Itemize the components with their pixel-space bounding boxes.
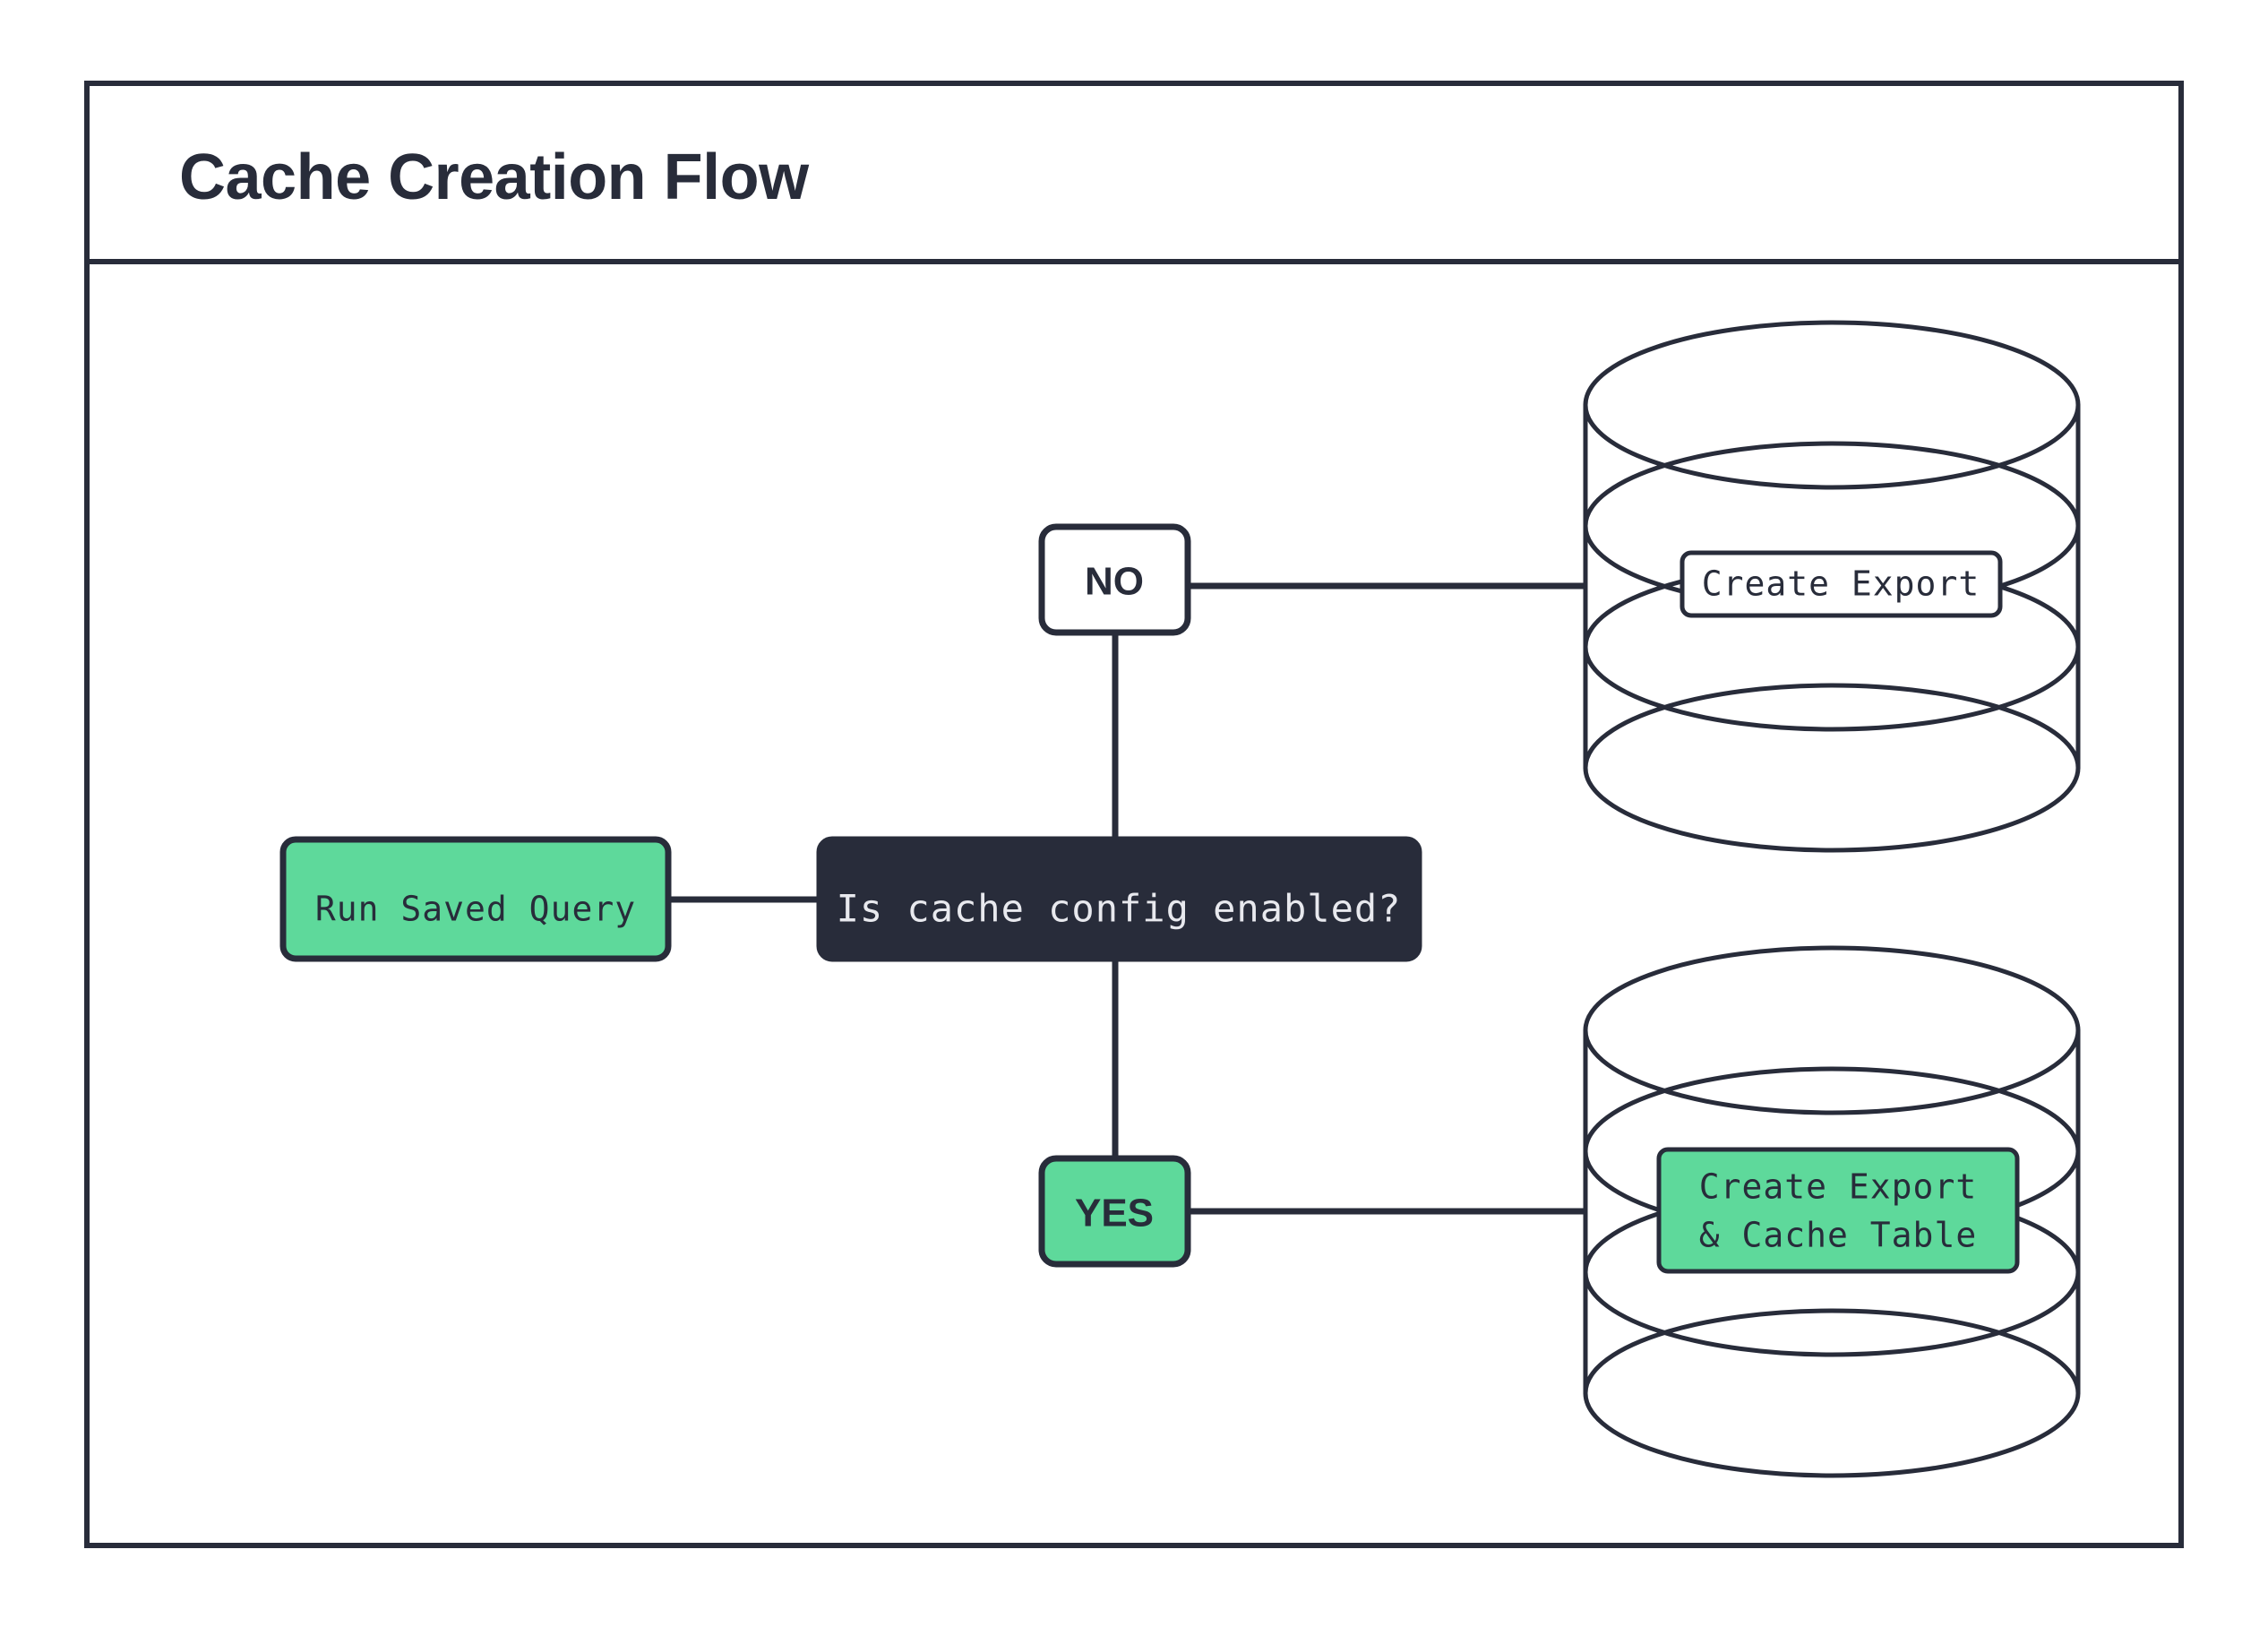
node-branch-no-label: NO — [1085, 560, 1144, 604]
node-database-create-export-cache-table[interactable]: Create Export & Cache Table — [1583, 945, 2081, 1478]
node-branch-yes-shape — [1038, 1155, 1191, 1268]
node-branch-yes[interactable]: YES — [1038, 1155, 1191, 1268]
database-top-label-plate — [1680, 550, 2003, 618]
node-decision-shape — [816, 836, 1422, 962]
node-run-saved-query-shape — [279, 836, 672, 962]
node-branch-yes-label: YES — [1075, 1192, 1154, 1235]
node-decision-label: Is cache config enabled? — [837, 887, 1402, 931]
diagram-frame — [84, 81, 2184, 1548]
node-decision-cache-config[interactable]: Is cache config enabled? — [816, 836, 1422, 962]
node-run-saved-query[interactable]: Run Saved Query — [279, 836, 672, 962]
database-bottom-label-line-1: Create Export — [1699, 1167, 1977, 1207]
node-database-create-export[interactable]: Create Export — [1583, 320, 2081, 853]
node-branch-no-shape — [1038, 523, 1191, 636]
database-bottom-label-line-2: & Cache Table — [1699, 1216, 1977, 1255]
database-top-label: Create Export — [1702, 564, 1980, 604]
node-run-saved-query-label: Run Saved Query — [315, 890, 636, 929]
node-branch-no[interactable]: NO — [1038, 523, 1191, 636]
page-title: Cache Creation Flow — [179, 142, 810, 213]
database-bottom-label-plate — [1656, 1147, 2020, 1274]
database-top-body — [1585, 403, 2078, 848]
